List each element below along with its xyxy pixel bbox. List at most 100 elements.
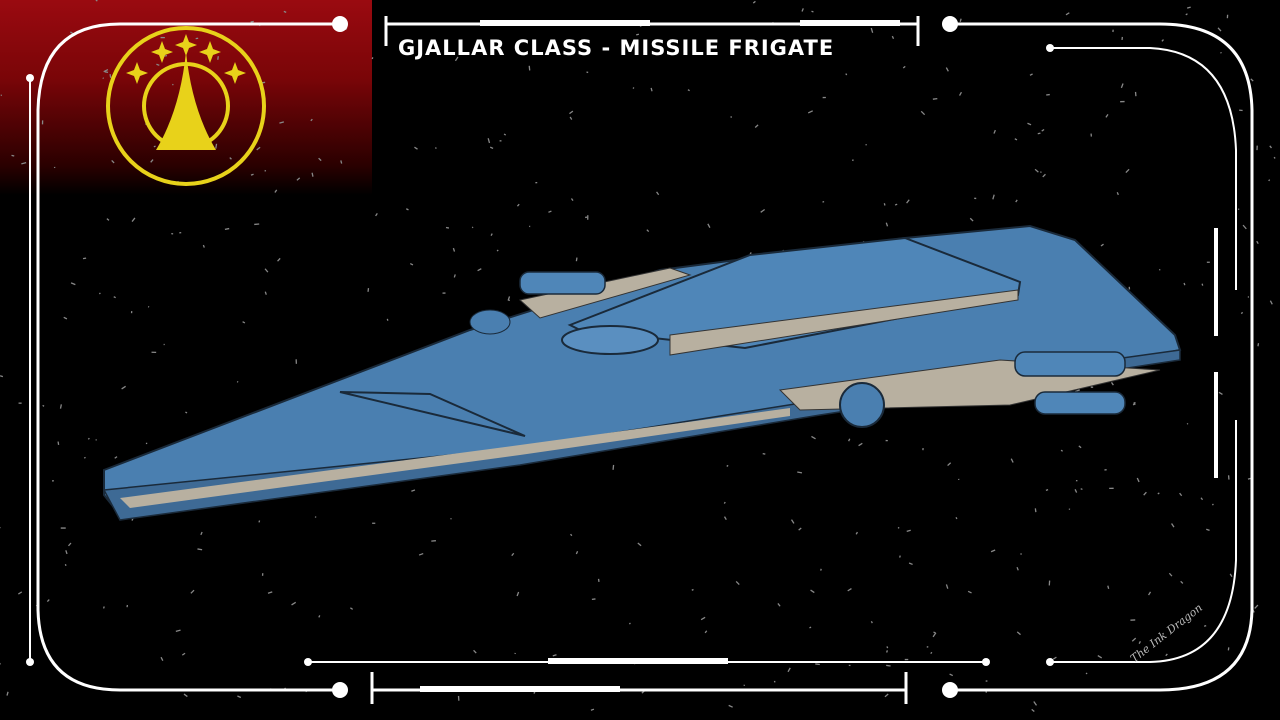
star-speck (548, 210, 552, 213)
star-speck (1110, 381, 1114, 386)
star-speck (17, 591, 23, 595)
star-speck (114, 456, 118, 459)
star-speck (59, 404, 62, 409)
star-speck (847, 587, 852, 592)
star-speck (886, 650, 889, 653)
star-speck (236, 381, 239, 383)
star-speck (1254, 604, 1259, 609)
star-speck (1185, 13, 1188, 16)
star-speck (1273, 156, 1276, 159)
star-speck (279, 121, 285, 124)
star-speck (102, 606, 105, 609)
star-speck (172, 83, 174, 86)
star-speck (958, 91, 963, 96)
star-speck (992, 194, 995, 200)
star-speck (569, 116, 573, 120)
star-speck (0, 94, 3, 97)
star-speck (700, 616, 706, 621)
star-speck (507, 296, 511, 301)
star-speck (106, 218, 110, 221)
star-speck (1217, 27, 1222, 32)
star-speck (291, 601, 297, 606)
star-speck (870, 27, 874, 33)
star-speck (1085, 672, 1088, 675)
star-speck (242, 321, 246, 324)
star-speck (945, 584, 949, 589)
star-speck (503, 133, 507, 136)
star-speck (632, 87, 635, 89)
star-speck (113, 296, 116, 299)
star-speck (87, 437, 90, 440)
star-speck (773, 680, 776, 683)
star-speck (891, 35, 895, 40)
star-speck (477, 268, 482, 272)
star-speck (200, 531, 203, 536)
star-speck (1268, 179, 1271, 182)
star-speck (797, 471, 803, 474)
star-speck (1078, 445, 1082, 449)
star-speck (726, 464, 729, 467)
star-speck (1180, 580, 1184, 584)
star-speck (1171, 523, 1175, 528)
star-speck (197, 548, 203, 551)
star-speck (1250, 78, 1254, 82)
star-speck (1133, 402, 1136, 406)
star-speck (1016, 631, 1021, 636)
star-speck (64, 563, 67, 566)
star-speck (496, 249, 499, 252)
star-speck (277, 257, 281, 262)
star-speck (1179, 492, 1183, 497)
star-speck (1157, 492, 1160, 495)
star-speck (1186, 422, 1189, 425)
star-speck (229, 157, 232, 160)
star-speck (1201, 283, 1204, 286)
star-speck (350, 607, 354, 610)
star-speck (11, 154, 15, 157)
star-speck (103, 68, 109, 73)
star-speck (1041, 128, 1045, 132)
star-speck (798, 527, 802, 531)
star-speck (687, 89, 690, 92)
star-speck (949, 673, 954, 677)
star-speck (311, 172, 314, 177)
star-speck (487, 138, 491, 144)
star-speck (906, 199, 910, 204)
star-speck (575, 550, 579, 555)
star-speck (83, 456, 86, 459)
star-speck (215, 143, 218, 149)
star-speck (318, 157, 322, 162)
star-speck (1125, 168, 1130, 174)
star-speck (452, 247, 456, 252)
star-speck (899, 555, 901, 558)
star-speck (811, 10, 814, 13)
star-speck (190, 589, 195, 594)
star-speck (95, 0, 98, 2)
star-speck (411, 489, 416, 492)
star-speck (1256, 240, 1259, 245)
star-speck (473, 649, 477, 654)
star-speck (932, 97, 938, 100)
star-speck (183, 693, 188, 698)
star-speck (511, 552, 515, 557)
star-speck (815, 663, 820, 666)
star-speck (181, 652, 186, 656)
star-speck (575, 257, 578, 262)
star-speck (256, 146, 261, 151)
star-speck (629, 622, 631, 625)
star-speck (418, 552, 424, 556)
star-speck (1027, 122, 1032, 126)
star-speck (1242, 224, 1247, 230)
star-speck (1158, 268, 1161, 271)
star-speck (707, 223, 711, 229)
star-speck (1031, 708, 1035, 713)
star-speck (993, 129, 996, 134)
star-speck (1065, 12, 1070, 16)
star-speck (1060, 449, 1064, 452)
star-speck (752, 0, 756, 4)
star-speck (1138, 640, 1141, 644)
star-speck (131, 217, 136, 222)
star-speck (1257, 343, 1260, 347)
star-speck (405, 208, 409, 211)
star-speck (42, 404, 45, 407)
star-speck (1105, 113, 1109, 118)
